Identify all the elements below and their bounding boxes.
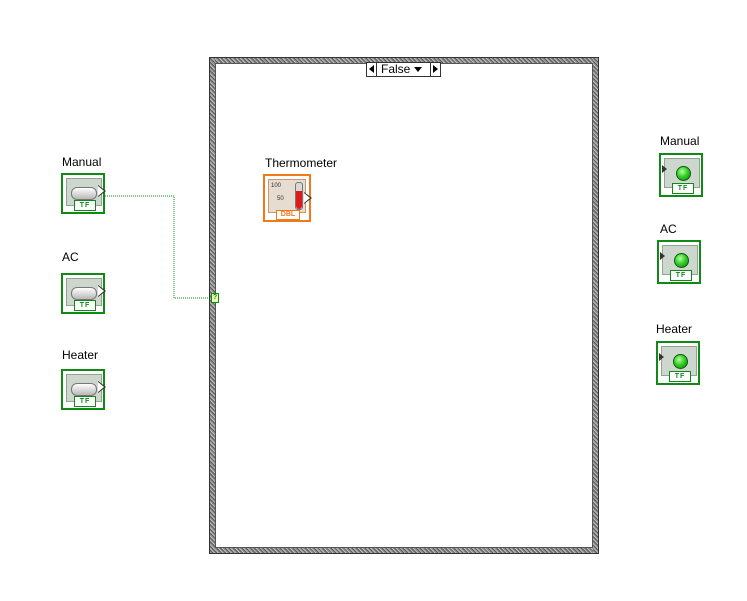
tf-type-badge: TF bbox=[670, 270, 692, 281]
manual-indicator-label: Manual bbox=[660, 134, 700, 148]
ac-control-label: AC bbox=[62, 250, 79, 264]
case-selector-terminal[interactable]: ? bbox=[211, 293, 219, 303]
ac-control-terminal[interactable]: TF bbox=[61, 273, 106, 314]
case-selector[interactable]: False bbox=[366, 62, 441, 77]
led-indicator-icon bbox=[673, 354, 688, 369]
boolean-switch-icon bbox=[71, 287, 97, 300]
dbl-type-badge: DBL bbox=[276, 210, 300, 220]
scale-mid-label: 50 bbox=[277, 196, 284, 202]
boolean-switch-icon bbox=[71, 383, 97, 396]
tf-type-badge: TF bbox=[74, 396, 96, 407]
thermometer-label: Thermometer bbox=[265, 156, 338, 170]
boolean-switch-icon bbox=[71, 187, 97, 200]
heater-control-terminal[interactable]: TF bbox=[61, 369, 106, 410]
manual-control-terminal[interactable]: TF bbox=[61, 173, 106, 214]
heater-indicator-terminal[interactable]: TF bbox=[656, 341, 700, 385]
led-indicator-icon bbox=[674, 253, 689, 268]
manual-indicator-terminal[interactable]: TF bbox=[659, 153, 703, 197]
heater-control-label: Heater bbox=[62, 348, 99, 362]
ac-indicator-terminal[interactable]: TF bbox=[657, 240, 701, 284]
heater-indicator-label: Heater bbox=[656, 322, 693, 336]
decrement-arrow-icon[interactable] bbox=[367, 63, 377, 76]
dropdown-arrow-icon[interactable] bbox=[414, 67, 423, 72]
tf-type-badge: TF bbox=[669, 371, 691, 382]
tf-type-badge: TF bbox=[74, 200, 96, 211]
scale-high-label: 100 bbox=[271, 183, 282, 189]
ac-indicator-label: AC bbox=[660, 222, 677, 236]
tf-type-badge: TF bbox=[672, 183, 694, 194]
case-selector-value: False bbox=[381, 62, 411, 76]
manual-control-label: Manual bbox=[62, 155, 102, 169]
increment-arrow-icon[interactable] bbox=[430, 63, 440, 76]
thermometer-icon: 100 50 bbox=[268, 179, 306, 213]
led-indicator-icon bbox=[676, 166, 691, 181]
case-structure-diagram[interactable] bbox=[215, 63, 593, 548]
thermometer-terminal[interactable]: 100 50 DBL bbox=[263, 174, 312, 222]
tf-type-badge: TF bbox=[74, 300, 96, 311]
